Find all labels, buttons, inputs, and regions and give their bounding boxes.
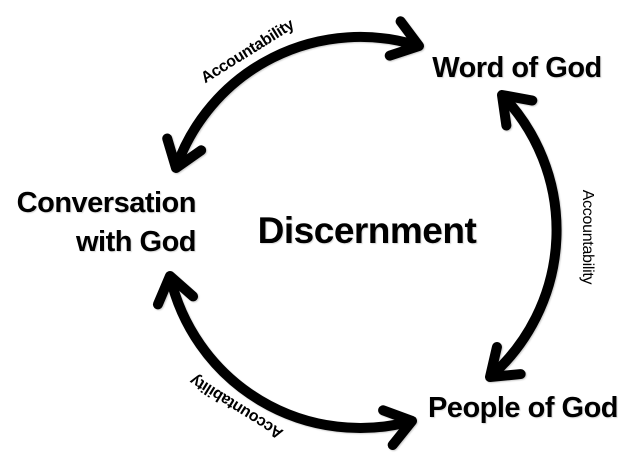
edge-label-accountability-right: Accountability bbox=[579, 189, 596, 285]
node-word-of-god: Word of God bbox=[432, 52, 602, 85]
arrow-conversation-word bbox=[162, 16, 424, 173]
arrow-word-people bbox=[484, 89, 562, 382]
node-conversation-with-god: Conversation with God bbox=[16, 184, 197, 262]
node-people-of-god: People of God bbox=[427, 392, 619, 425]
node-conversation-line-2: with God bbox=[75, 226, 197, 258]
center-label-discernment: Discernment bbox=[257, 210, 477, 251]
node-conversation-line-1: Conversation bbox=[16, 187, 197, 219]
arrow-people-conversation bbox=[152, 271, 417, 450]
